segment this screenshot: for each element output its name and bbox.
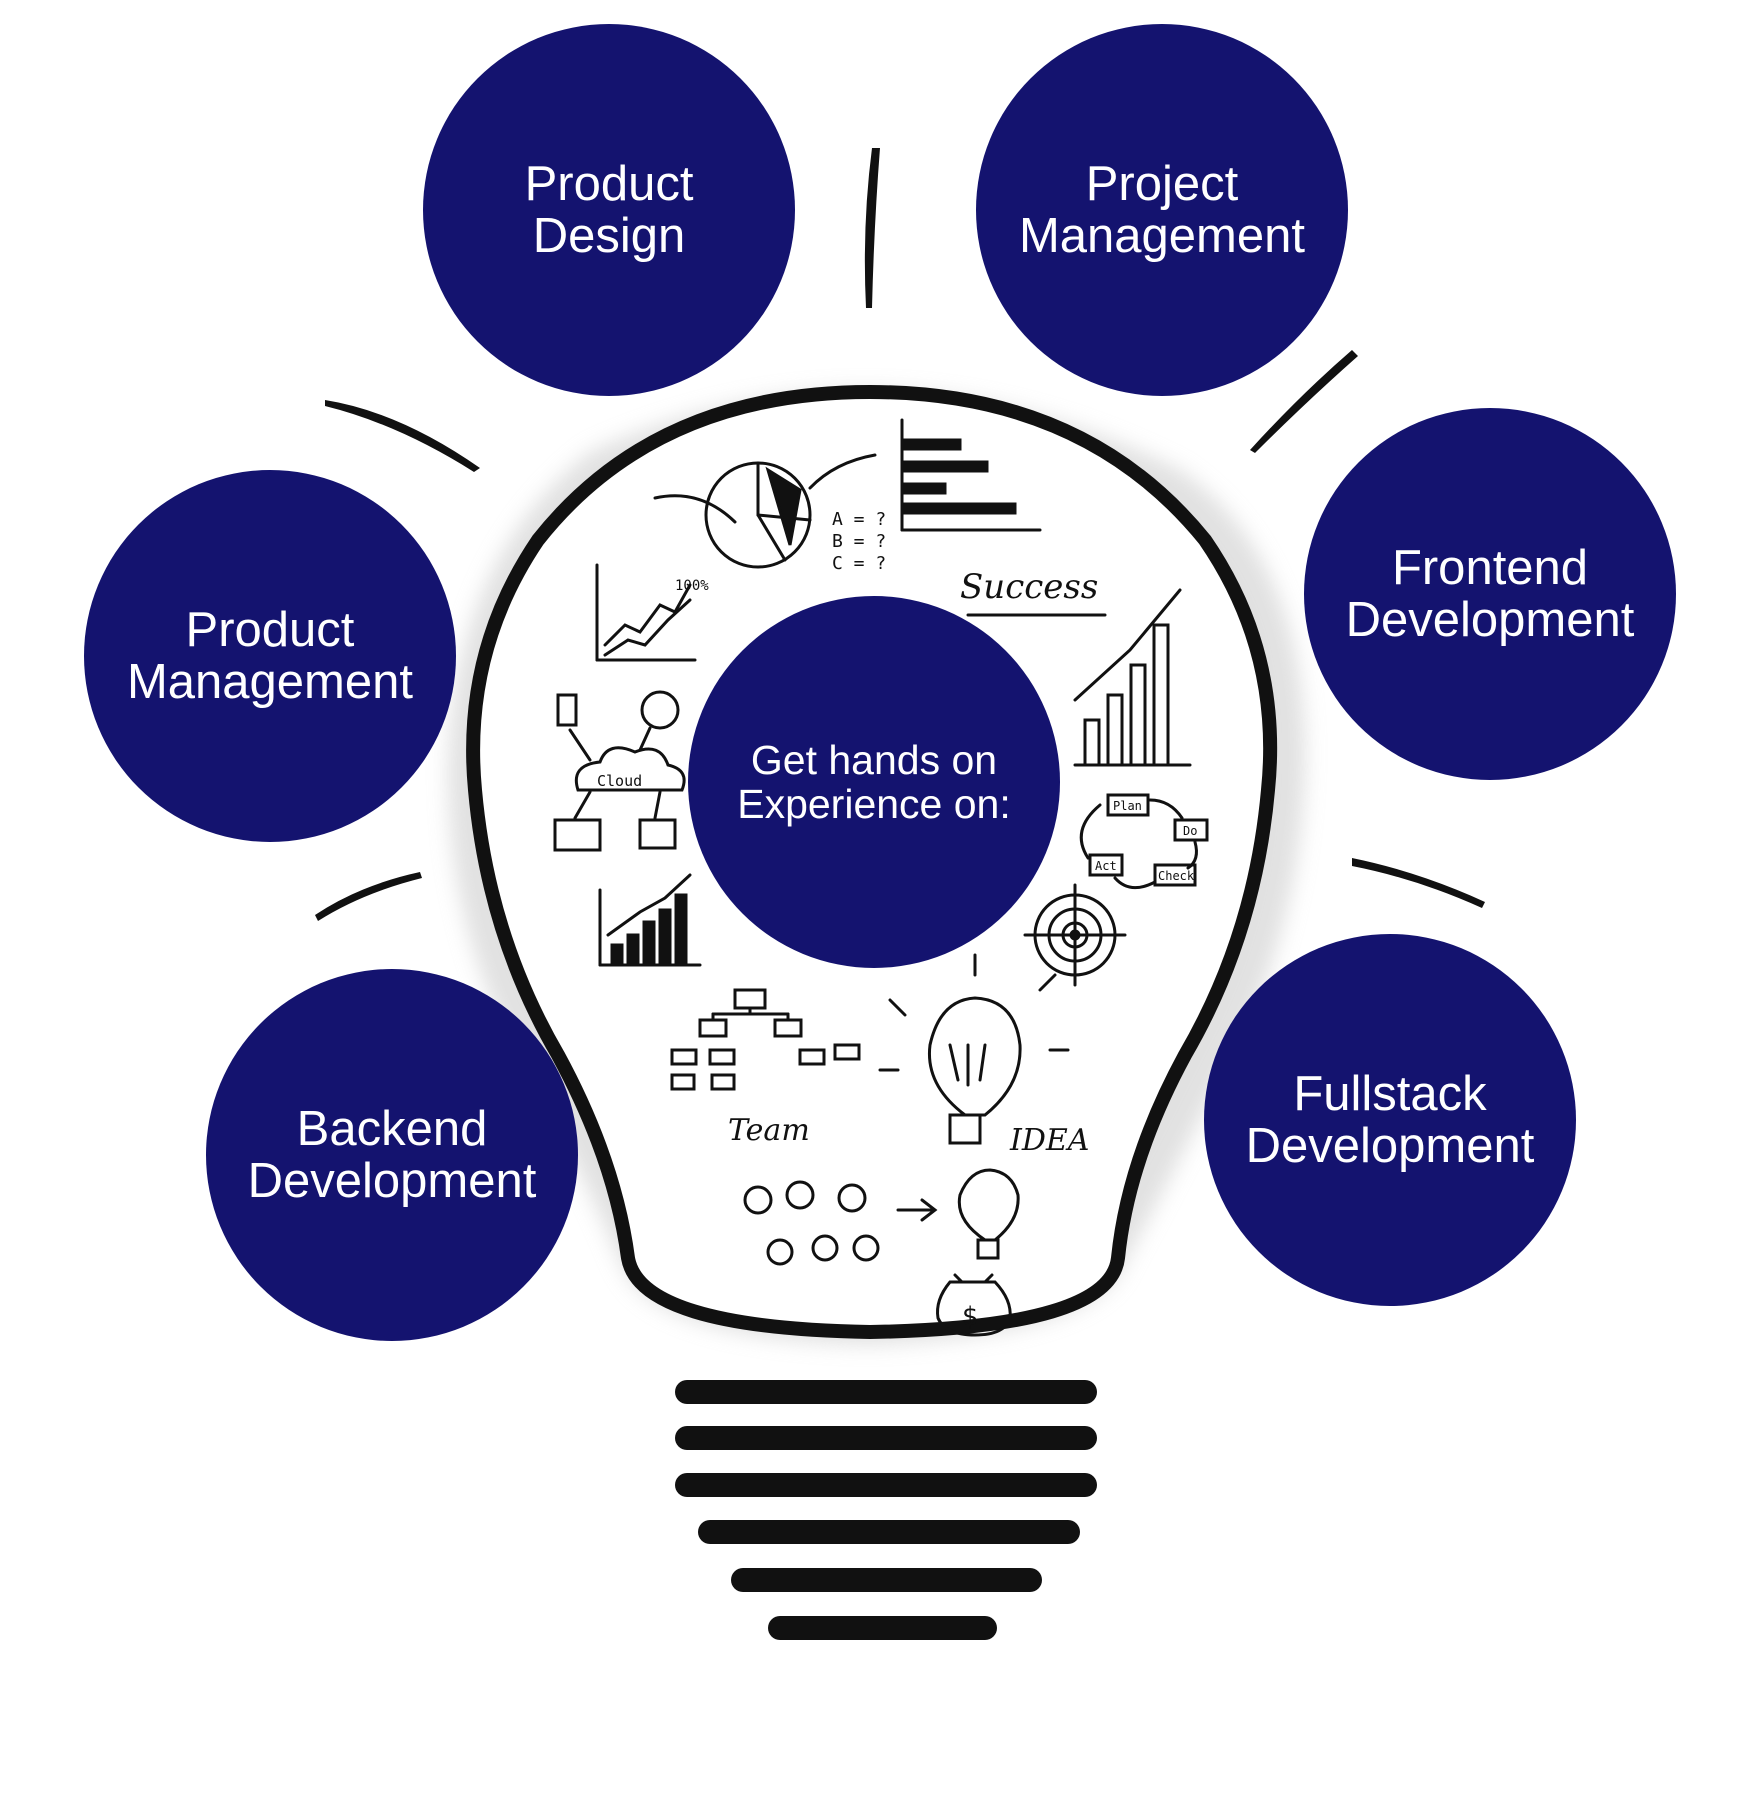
bulb-base [675, 1380, 1097, 1640]
money-bag-doodle: $ [936, 1273, 1012, 1337]
center-label: Get hands on Experience on: [737, 737, 1011, 827]
plan-label: Plan [1113, 799, 1142, 813]
ray-lower-left [315, 872, 422, 921]
idea-label: IDEA [1009, 1123, 1089, 1158]
cloud-doodle [553, 690, 686, 852]
bubble-fullstack-development: Fullstack Development [1204, 934, 1576, 1306]
doodles: A = ? B = ? C = ? 100% Suc [553, 418, 1209, 1337]
bubble-label-fullstack-development: Fullstack Development [1245, 1067, 1535, 1173]
bubble-label-product-design: Product Design [524, 157, 694, 263]
light-rays [315, 148, 1485, 921]
success-bar-doodle [1073, 588, 1192, 767]
legend-line-c: C = ? [832, 553, 886, 574]
legend-line-b: B = ? [832, 531, 886, 552]
check-label: Check [1158, 869, 1195, 883]
org-chart-doodle [670, 988, 861, 1091]
bubble-product-design: Product Design [423, 24, 795, 396]
horizontal-bar-doodle [900, 418, 1042, 532]
percent-label: 100% [675, 578, 709, 594]
success-label: Success [960, 567, 1098, 607]
pie-chart-doodle [653, 453, 877, 569]
ray-upper-left [325, 400, 480, 472]
idea-bulb-doodle [878, 953, 1070, 1145]
bubble-backend-development: Backend Development [206, 969, 578, 1341]
cloud-label: Cloud [597, 772, 642, 790]
ray-upper-right [1250, 350, 1358, 453]
bubble-project-management: Project Management [976, 24, 1348, 396]
center-bubble: Get hands on Experience on: [688, 596, 1060, 968]
svg-text:$: $ [962, 1302, 979, 1332]
bubble-frontend-development: Frontend Development [1304, 408, 1676, 780]
do-label: Do [1183, 824, 1197, 838]
legend-line-a: A = ? [832, 509, 886, 530]
bubble-product-management: Product Management [84, 470, 456, 842]
act-label: Act [1095, 859, 1117, 873]
pdca-doodle [1079, 793, 1209, 890]
bubble-label-frontend-development: Frontend Development [1345, 541, 1635, 647]
small-bulbs-doodle [743, 1168, 1020, 1266]
bubble-label-product-management: Product Management [126, 603, 413, 709]
line-chart-doodle [595, 563, 697, 662]
ray-lower-right [1352, 858, 1485, 908]
growth-bar-doodle [598, 873, 702, 967]
bubble-label-backend-development: Backend Development [247, 1102, 537, 1208]
team-label: Team [728, 1113, 810, 1148]
bubble-label-project-management: Project Management [1018, 157, 1305, 263]
ray-top [864, 148, 880, 308]
pie-legend-doodle: A = ? B = ? C = ? [832, 509, 897, 574]
target-doodle [1023, 883, 1127, 987]
